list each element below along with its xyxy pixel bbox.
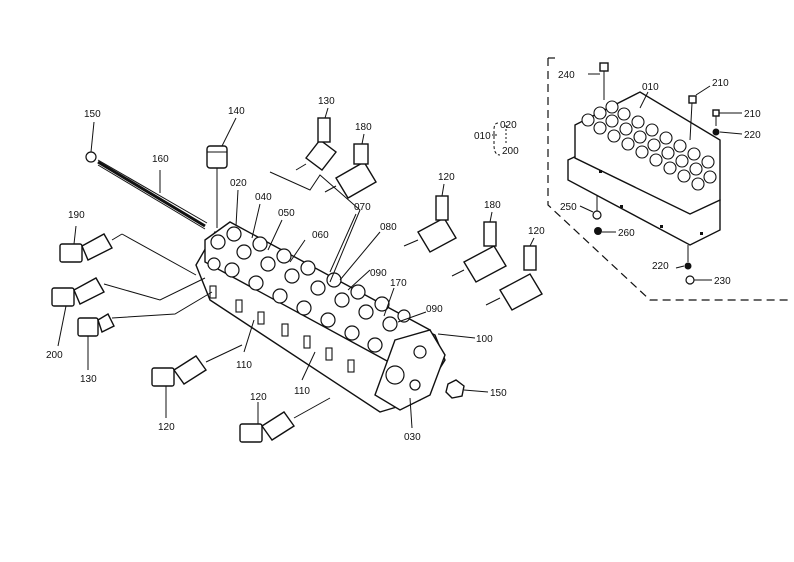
- callout-120-right: 120: [528, 226, 545, 237]
- callout-070: 070: [354, 202, 371, 213]
- callout-200: 200: [46, 350, 63, 361]
- main-valve-body: [195, 221, 446, 413]
- cartridge-120-lower-left: [151, 344, 243, 418]
- cartridge-120-right: [485, 237, 543, 311]
- tie-rod-160: [97, 159, 208, 230]
- inset-valve-assembly: [567, 91, 721, 246]
- callout-010-inset-left: 010: [474, 131, 491, 142]
- callout-090-a: 090: [370, 268, 387, 279]
- inset-washer-230: [685, 275, 712, 285]
- inset-washer-220b: [684, 245, 692, 270]
- cartridge-120-upper: [403, 183, 457, 253]
- inset-bolt-210b: [712, 109, 742, 126]
- callout-labels: 150 140 130 180 160 020 040 050 060 070 …: [46, 70, 761, 443]
- callout-150-left: 150: [84, 109, 101, 120]
- cartridge-130-top: [295, 107, 337, 171]
- callout-260: 260: [618, 228, 635, 239]
- callout-140: 140: [228, 106, 245, 117]
- plug-140: [206, 117, 237, 228]
- callout-120-bottom: 120: [250, 392, 267, 403]
- callout-240: 240: [558, 70, 575, 81]
- callout-130-left: 130: [80, 374, 97, 385]
- callout-220-b: 220: [652, 261, 669, 272]
- callout-210-b: 210: [744, 109, 761, 120]
- callout-190: 190: [68, 210, 85, 221]
- cartridge-180-top: [324, 133, 377, 199]
- callout-100: 100: [476, 334, 493, 345]
- callout-180-top: 180: [355, 122, 372, 133]
- callout-180-right: 180: [484, 200, 501, 211]
- inset-washer-220a: [712, 128, 743, 136]
- nut-150-right: [445, 379, 489, 399]
- callout-080: 080: [380, 222, 397, 233]
- leader-lines: [235, 171, 476, 429]
- callout-130-top: 130: [318, 96, 335, 107]
- inset-bolt-210a: [688, 85, 711, 141]
- callout-020: 020: [230, 178, 247, 189]
- callout-040: 040: [255, 192, 272, 203]
- inset-washer-260: [594, 227, 616, 235]
- inset-bracket-010-020-200: [492, 122, 507, 156]
- cartridge-190: [59, 225, 197, 276]
- callout-200-inset: 200: [502, 146, 519, 157]
- callout-230: 230: [714, 276, 731, 287]
- cartridge-180-right: [451, 211, 507, 283]
- callout-020-inset: 020: [500, 120, 517, 131]
- callout-110-a: 110: [236, 360, 252, 371]
- cartridge-200: [51, 277, 206, 347]
- cartridge-130-left: [77, 291, 213, 370]
- cartridge-120-bottom: [239, 397, 331, 443]
- inset-washer-250: [579, 195, 602, 220]
- callout-150-right: 150: [490, 388, 507, 399]
- callout-120-upper: 120: [438, 172, 455, 183]
- callout-110-b: 110: [294, 386, 310, 397]
- callout-030: 030: [404, 432, 421, 443]
- callout-220-a: 220: [744, 130, 761, 141]
- callout-170: 170: [390, 278, 407, 289]
- inset-boundary: [547, 57, 790, 301]
- callout-160: 160: [152, 154, 169, 165]
- callout-120-lower-left: 120: [158, 422, 175, 433]
- callout-250: 250: [560, 202, 577, 213]
- callout-060: 060: [312, 230, 329, 241]
- callout-050: 050: [278, 208, 295, 219]
- nut-150-left: [85, 121, 97, 163]
- callout-010-inset: 010: [642, 82, 659, 93]
- callout-210-a: 210: [712, 78, 729, 89]
- callout-090-b: 090: [426, 304, 443, 315]
- inset-bolt-240: [588, 62, 609, 100]
- inset-leader-lines: [639, 91, 685, 269]
